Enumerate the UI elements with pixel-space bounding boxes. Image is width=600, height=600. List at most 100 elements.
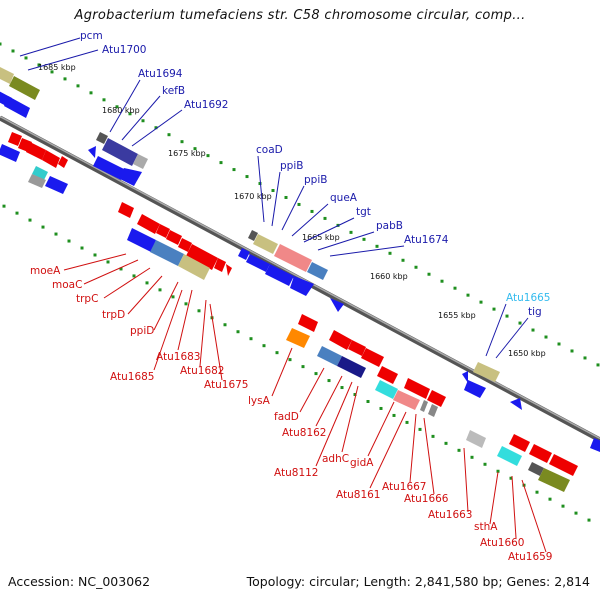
gene-feature[interactable] [510,398,522,410]
gene-feature[interactable] [274,244,312,272]
gene-feature[interactable] [420,400,428,412]
gene-label-moac[interactable]: moaC [52,279,82,291]
gene-label-atu1683[interactable]: Atu1683 [156,351,201,363]
gene-label-pcm[interactable]: pcm [80,30,103,42]
gene-label-ppib-2[interactable]: ppiB [304,174,327,186]
gene-feature[interactable] [186,244,218,270]
gene-feature[interactable] [361,348,384,367]
gene-feature[interactable] [529,444,552,463]
gene-label-atu8112[interactable]: Atu8112 [274,467,319,479]
gene-label-atu1663[interactable]: Atu1663 [428,509,473,521]
gene-feature[interactable] [329,330,352,350]
gene-label-stha[interactable]: sthA [474,521,498,533]
gene-feature[interactable] [265,264,294,286]
gene-label-tgt[interactable]: tgt [356,206,371,218]
gene-feature[interactable] [118,168,142,186]
gene-feature[interactable] [32,166,48,180]
gene-feature[interactable] [473,362,500,382]
gene-feature[interactable] [290,276,314,296]
gene-label-atu1674[interactable]: Atu1674 [404,234,449,246]
gene-label-kefb[interactable]: kefB [162,85,185,97]
gene-label-atu1700[interactable]: Atu1700 [102,44,147,56]
gene-feature[interactable] [253,234,278,254]
gene-feature[interactable] [150,240,184,266]
gene-label-atu1692[interactable]: Atu1692 [184,99,229,111]
gene-feature[interactable] [393,390,420,410]
gene-feature[interactable] [246,254,270,272]
gene-feature[interactable] [497,446,522,466]
gene-feature[interactable] [298,314,318,332]
gene-feature[interactable] [509,434,530,452]
gene-label-atu1667[interactable]: Atu1667 [382,481,427,493]
gene-feature[interactable] [118,202,134,218]
gene-feature[interactable] [42,150,60,168]
gene-feature[interactable] [464,380,486,398]
tick-mark [119,267,123,271]
gene-label-trpc[interactable]: trpC [76,293,98,305]
gene-label-ppib-1[interactable]: ppiB [280,160,303,172]
gene-feature[interactable] [462,371,468,383]
gene-feature[interactable] [133,154,148,169]
gene-feature[interactable] [375,380,398,399]
gene-feature[interactable] [226,264,232,276]
gene-feature[interactable] [330,298,344,312]
gene-feature[interactable] [166,230,182,245]
gene-label-ppid[interactable]: ppiD [130,325,154,337]
gene-label-pabb[interactable]: pabB [376,220,403,232]
gene-feature[interactable] [549,454,578,476]
gene-label-gida[interactable]: gidA [350,457,374,469]
gene-label-atu8161[interactable]: Atu8161 [336,489,381,501]
gene-label-atu1685[interactable]: Atu1685 [110,371,155,383]
gene-feature[interactable] [93,156,126,180]
gene-feature[interactable] [96,132,108,144]
gene-feature[interactable] [337,356,366,378]
gene-label-moea[interactable]: moeA [30,265,61,277]
gene-feature[interactable] [286,328,310,348]
gene-feature[interactable] [238,248,250,260]
gene-feature[interactable] [0,144,20,162]
gene-feature[interactable] [0,66,14,84]
gene-feature[interactable] [28,174,46,188]
gene-label-fadd[interactable]: fadD [274,411,299,423]
gene-feature[interactable] [137,214,160,234]
gene-feature[interactable] [58,156,68,168]
gene-feature[interactable] [404,378,430,399]
gene-feature[interactable] [538,468,570,492]
gene-feature[interactable] [178,254,210,280]
gene-feature[interactable] [248,230,258,241]
gene-feature[interactable] [127,228,156,252]
gene-feature[interactable] [8,132,22,146]
gene-feature[interactable] [307,262,328,280]
gene-label-quea[interactable]: queA [330,192,358,204]
gene-label-trpd[interactable]: trpD [102,309,125,321]
gene-feature[interactable] [428,404,438,417]
gene-label-adhc[interactable]: adhC [322,453,349,465]
gene-feature[interactable] [317,346,342,366]
gene-label-atu1659[interactable]: Atu1659 [508,551,553,563]
gene-feature[interactable] [214,258,226,272]
gene-label-lysa[interactable]: lysA [248,395,271,407]
gene-feature[interactable] [528,462,544,476]
gene-feature[interactable] [178,238,192,252]
gene-label-atu1665[interactable]: Atu1665 [506,292,551,304]
gene-feature[interactable] [26,142,46,160]
gene-label-coad[interactable]: coaD [256,144,283,156]
gene-feature[interactable] [377,366,398,384]
gene-label-tig[interactable]: tig [528,306,542,318]
gene-label-atu1675[interactable]: Atu1675 [204,379,249,391]
gene-feature[interactable] [4,96,30,118]
gene-label-atu1682[interactable]: Atu1682 [180,365,225,377]
gene-feature[interactable] [88,146,96,158]
gene-feature[interactable] [427,390,446,407]
gene-feature[interactable] [348,340,366,356]
gene-label-atu1660[interactable]: Atu1660 [480,537,525,549]
gene-feature[interactable] [102,138,138,166]
gene-feature[interactable] [466,430,486,448]
gene-label-atu8162[interactable]: Atu8162 [282,427,327,439]
gene-feature[interactable] [9,76,40,100]
gene-feature[interactable] [590,438,600,452]
gene-feature[interactable] [45,176,68,194]
gene-label-atu1666[interactable]: Atu1666 [404,493,449,505]
gene-feature[interactable] [156,224,170,238]
gene-label-atu1694[interactable]: Atu1694 [138,68,183,80]
